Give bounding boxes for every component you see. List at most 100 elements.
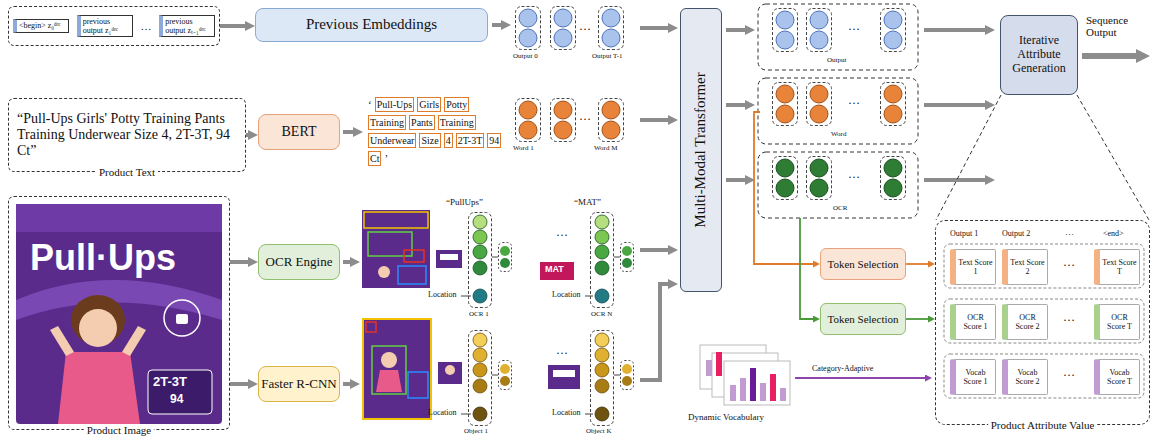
illustration-part	[79, 309, 117, 347]
ellipsis: …	[1063, 256, 1075, 269]
word-token: 2T-3T	[456, 133, 485, 148]
illustration-part	[758, 78, 918, 144]
flow-connector	[906, 263, 928, 265]
box-label: OCR Engine	[266, 255, 333, 270]
ellipsis: …	[140, 20, 151, 33]
illustration-part	[726, 103, 745, 107]
word-token: 4	[444, 133, 453, 148]
illustration-part	[706, 360, 712, 376]
illustration-part	[754, 112, 813, 264]
word-token: Girls	[417, 97, 441, 112]
annotation-label: Word	[831, 131, 846, 139]
illustration-part	[398, 266, 426, 284]
illustration-part	[404, 250, 424, 262]
ellipsis: …	[848, 94, 860, 107]
box-heading: Product Text	[96, 166, 158, 178]
detection-thumbnail	[362, 318, 580, 420]
illustration-part	[363, 319, 431, 419]
box-label: Text Score 2	[1010, 258, 1045, 276]
illustration-part	[591, 331, 634, 426]
annotation-label: Object 1	[464, 428, 488, 436]
annotation-label: Sequence Output	[1086, 14, 1148, 38]
score-box: OCR Score 2	[1002, 304, 1048, 340]
illustration-part	[469, 331, 512, 426]
illustration-part	[760, 383, 766, 401]
encoder-module: BERT	[258, 114, 340, 150]
word-token: Potty	[444, 97, 469, 112]
annotation-label: Location	[552, 291, 580, 300]
illustration-part	[924, 28, 985, 32]
illustration-part	[551, 99, 576, 142]
illustration-part	[362, 210, 430, 288]
illustration-part	[726, 28, 745, 32]
illustration-part	[944, 354, 1144, 398]
illustration-part	[807, 83, 832, 126]
annotation-label: MAT	[545, 265, 564, 275]
illustration-part	[740, 378, 746, 401]
annotation-label: Output 2	[1002, 230, 1030, 239]
illustration-part	[58, 352, 140, 424]
generation-module: Iterative Attribute Generation	[1000, 15, 1078, 95]
box-label: Token Selection	[827, 258, 898, 271]
illustration-part	[378, 266, 390, 278]
illustration-part	[16, 204, 222, 424]
box-label: BERT	[282, 124, 317, 140]
score-rows	[944, 244, 1144, 398]
illustration-part	[758, 152, 918, 218]
illustration-part	[164, 300, 200, 336]
illustration-part	[599, 99, 624, 142]
word-token: 94	[487, 133, 501, 148]
illustration-part	[376, 370, 402, 392]
annotation-label: OCR N	[591, 311, 612, 319]
illustration-part	[461, 296, 593, 414]
box-label: Vocab Score 2	[1010, 368, 1045, 386]
box-label: previous output z₁ᵈᵉᶜ	[77, 15, 133, 37]
score-box: Text Score 2	[1002, 249, 1048, 285]
ocr-module: OCR Engine	[258, 244, 340, 280]
quote-mark: ‘	[368, 98, 372, 111]
illustration-part	[1082, 53, 1136, 59]
illustration-part	[343, 382, 350, 386]
annotation-label: Pull·Ups	[30, 238, 176, 278]
illustration-part	[50, 326, 74, 356]
illustration-part	[492, 23, 501, 27]
word-token: Pants	[409, 115, 435, 130]
word-token: Training	[438, 115, 476, 130]
illustration-part	[553, 370, 575, 377]
illustration-part	[440, 254, 458, 260]
annotation-label: Output T-1	[592, 53, 623, 61]
annotation-label: Output	[827, 57, 846, 65]
box-label: Vocab Score T	[1102, 368, 1137, 386]
product-image-box: Product Image	[8, 196, 230, 430]
illustration-part	[773, 9, 798, 52]
annotation-label: Location	[552, 409, 580, 418]
illustration-part	[516, 99, 541, 142]
illustration-part	[758, 4, 918, 70]
illustration-part	[366, 322, 376, 332]
illustration-part	[176, 314, 188, 324]
detector-module: Faster R-CNN	[258, 366, 340, 402]
annotation-label: Dynamic Vocabulary	[688, 413, 764, 423]
illustration-part	[807, 9, 832, 52]
ellipsis: …	[579, 110, 591, 123]
illustration-part	[640, 248, 668, 252]
illustration-part	[750, 368, 756, 401]
flow-connector	[246, 133, 248, 137]
ellipsis: …	[556, 344, 568, 357]
illustration-part	[343, 260, 350, 264]
score-box: Text Score 1	[950, 249, 996, 285]
illustration-part	[540, 262, 574, 280]
illustration-part	[343, 130, 353, 134]
score-box: Vocab Score T	[1094, 359, 1140, 395]
illustration-part	[800, 218, 813, 319]
token-selection-box: Token Selection	[820, 248, 906, 280]
illustration-part	[591, 213, 634, 308]
flow-connector	[906, 318, 928, 320]
score-box: Text Score T	[1094, 249, 1140, 285]
illustration-part	[807, 157, 832, 200]
word-token: Training	[368, 115, 406, 130]
vocabulary-stack	[700, 345, 790, 405]
transformer-outputs	[758, 4, 918, 218]
word-token: Ct	[368, 151, 381, 166]
